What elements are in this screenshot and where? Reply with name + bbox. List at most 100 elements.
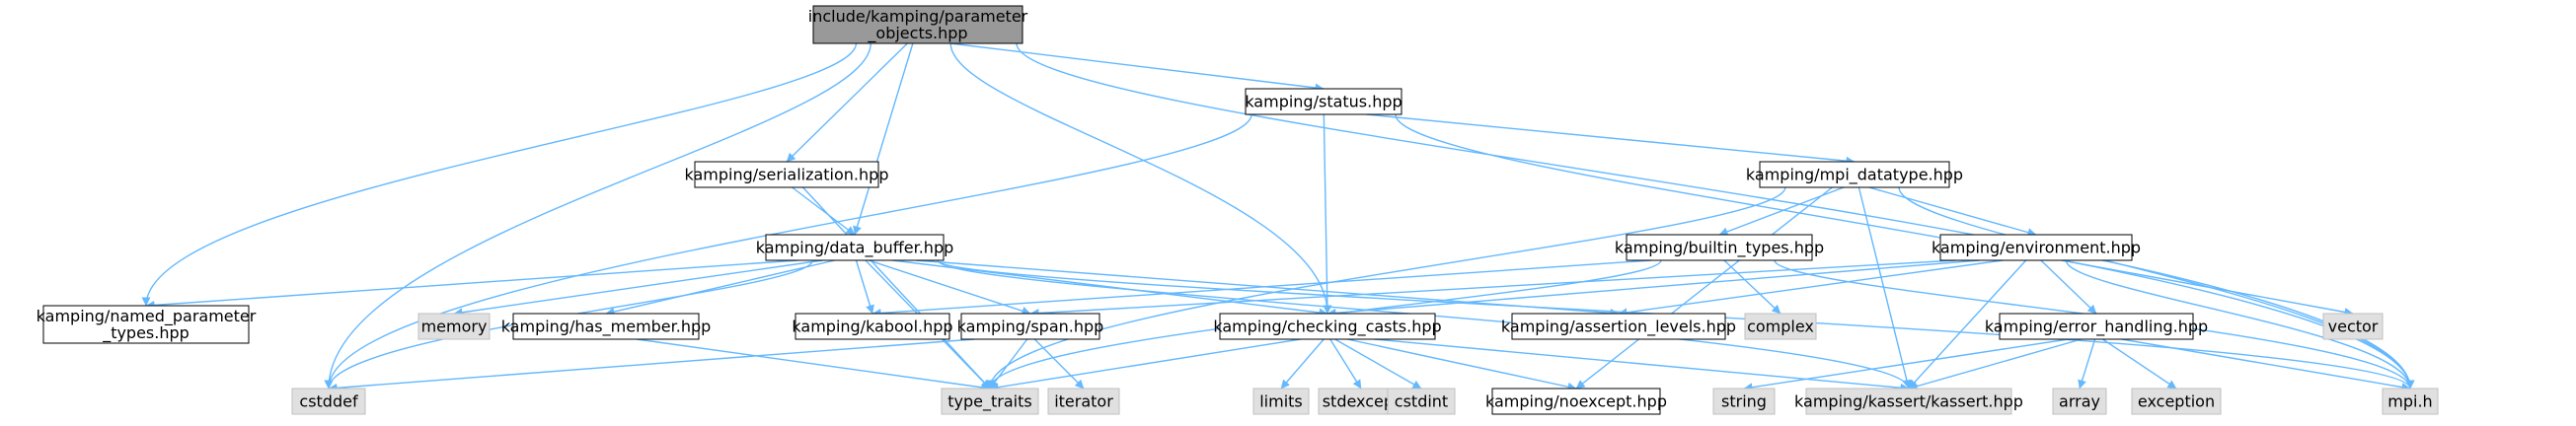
edge-builtin_types-to-complex [1723, 259, 1781, 315]
edge-environment-to-vector [2061, 259, 2354, 317]
node-serialization[interactable]: kamping/serialization.hpp [685, 161, 889, 188]
node-named-parameter-types[interactable]: kamping/named_parameter_types.hpp [37, 305, 257, 344]
edge-root-to-serialization [786, 42, 908, 163]
edge-data_buffer-to-span [869, 259, 1031, 316]
node-assertion-levels[interactable]: kamping/assertion_levels.hpp [1501, 313, 1736, 340]
node-box [812, 5, 1023, 44]
edge-checking_casts-to-stdexcept [1329, 338, 1362, 390]
edge-checking_casts-to-cstdint [1334, 338, 1422, 390]
node-box [1047, 388, 1120, 415]
node-label: kamping/noexcept.hpp [1485, 392, 1667, 411]
edge-has_member-to-type_traits [637, 338, 991, 392]
node-span[interactable]: kamping/span.hpp [957, 313, 1104, 340]
node-label: array [2059, 392, 2100, 411]
edge-data_buffer-to-memory [453, 259, 823, 318]
dependency-nodes: include/kamping/parameter_objects.hppkam… [37, 5, 2439, 415]
node-array: array [2052, 388, 2107, 415]
node-mpi-h: mpi.h [2382, 388, 2439, 415]
node-label: kamping/mpi_datatype.hpp [1746, 166, 1963, 185]
node-label: cstdint [1395, 392, 1448, 411]
node-environment[interactable]: kamping/environment.hpp [1932, 234, 2141, 261]
edge-data_buffer-to-has_member [605, 259, 835, 317]
node-error-handling[interactable]: kamping/error_handling.hpp [1985, 313, 2208, 340]
node-box [765, 234, 945, 261]
node-label: _types.hpp [102, 323, 189, 343]
node-box [2322, 313, 2384, 340]
edge-environment-to-span [1029, 259, 1956, 319]
edge-serialization-to-type_traits [801, 186, 991, 390]
node-root[interactable]: include/kamping/parameter_objects.hpp [808, 5, 1028, 44]
node-kassert: kamping/kassert/kassert.hpp [1794, 388, 2023, 415]
node-box [1219, 313, 1436, 340]
node-label: kamping/span.hpp [957, 318, 1104, 336]
node-data-buffer[interactable]: kamping/data_buffer.hpp [756, 234, 954, 261]
node-label: kamping/builtin_types.hpp [1615, 239, 1824, 258]
edge-span-to-type_traits [989, 338, 1028, 390]
node-box [1491, 388, 1661, 415]
edge-environment-to-assertion_levels [1618, 259, 2004, 318]
edge-span-to-iterator [1033, 338, 1085, 390]
edge-mpi_datatype-to-type_traits [985, 186, 1786, 390]
node-box [1387, 388, 1456, 415]
node-box [1252, 388, 1310, 415]
node-label: kamping/checking_casts.hpp [1213, 318, 1441, 337]
node-label: limits [1259, 392, 1303, 411]
edge-mpi_datatype-to-noexcept [1575, 186, 1833, 390]
node-box [960, 313, 1100, 340]
node-cstdint: cstdint [1387, 388, 1456, 415]
node-box [694, 161, 879, 188]
edge-data_buffer-to-named_parameter_types [145, 259, 798, 310]
edge-span-to-cstddef [328, 338, 975, 392]
edge-builtin_types-to-kabool [871, 259, 1652, 318]
node-builtin-types[interactable]: kamping/builtin_types.hpp [1615, 234, 1824, 261]
edge-root-to-named_parameter_types [141, 42, 858, 307]
node-label: memory [421, 318, 488, 336]
edge-status-to-checking_casts [1323, 113, 1332, 315]
node-label: kamping/named_parameter [37, 307, 257, 326]
node-box [42, 305, 250, 344]
node-exception: exception [2131, 388, 2222, 415]
node-cstddef: cstddef [291, 388, 366, 415]
edge-status-to-mpi_h [1395, 113, 2415, 390]
edge-mpi_datatype-to-environment [1868, 186, 2037, 237]
node-has-member[interactable]: kamping/has_member.hpp [501, 313, 712, 340]
node-iterator: iterator [1047, 388, 1120, 415]
node-label: _objects.hpp [867, 24, 967, 43]
edge-mpi_datatype-to-mpi_h [1898, 186, 2415, 390]
node-mpi-datatype[interactable]: kamping/mpi_datatype.hpp [1746, 161, 1963, 188]
node-label: mpi.h [2387, 392, 2432, 411]
node-box [795, 313, 950, 340]
edge-environment-to-mpi_h [2065, 259, 2415, 390]
edge-status-to-cstddef [324, 113, 1252, 390]
node-complex: complex [1744, 313, 1817, 340]
edge-environment-to-checking_casts [1326, 259, 1980, 318]
node-label: include/kamping/parameter [808, 7, 1028, 26]
node-kabool[interactable]: kamping/kabool.hpp [792, 313, 953, 340]
node-label: iterator [1054, 392, 1113, 411]
node-string: string [1712, 388, 1776, 415]
node-label: stdexcept [1323, 392, 1401, 411]
node-box [1245, 88, 1402, 115]
edge-root-to-status [949, 42, 1325, 93]
node-box [1744, 313, 1817, 340]
edge-status-to-mpi_datatype [1365, 113, 1856, 166]
node-status[interactable]: kamping/status.hpp [1245, 88, 1402, 115]
node-box [2382, 388, 2439, 415]
edge-environment-to-error_handling [2040, 259, 2097, 315]
node-box [291, 388, 366, 415]
edge-mpi_datatype-to-kassert [1857, 186, 1912, 390]
edge-error_handling-to-exception [2102, 338, 2177, 390]
edge-data_buffer-to-kabool [855, 259, 874, 315]
edge-error_handling-to-string [1743, 338, 2069, 392]
edge-checking_casts-to-limits [1280, 338, 1325, 390]
node-noexcept[interactable]: kamping/noexcept.hpp [1485, 388, 1667, 415]
dependency-edges [141, 42, 2415, 392]
node-box [1759, 161, 1950, 188]
edge-root-to-checking_casts [949, 42, 1332, 315]
edge-error_handling-to-mpi_h [2121, 338, 2411, 391]
node-label: complex [1747, 318, 1814, 336]
node-label: kamping/error_handling.hpp [1985, 318, 2208, 337]
node-box [1511, 313, 1726, 340]
node-checking-casts[interactable]: kamping/checking_casts.hpp [1213, 313, 1442, 340]
